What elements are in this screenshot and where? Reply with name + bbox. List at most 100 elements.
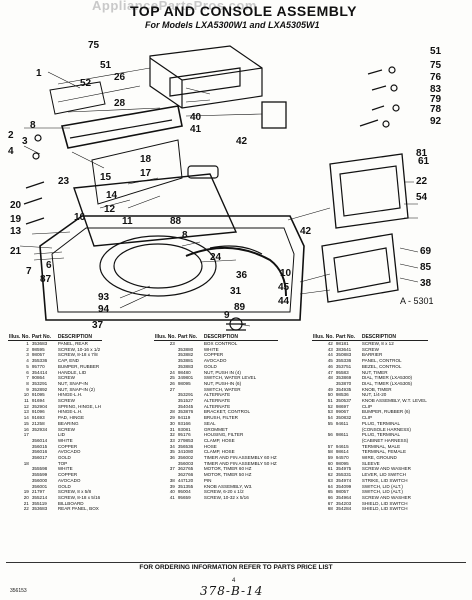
callout: 7 [26,266,32,277]
part-description: SCREW, 10-16 x 1/2 [57,346,101,352]
part-number: 95583 [335,369,349,375]
illus-number: 45 [327,358,333,364]
callout: 19 [10,214,22,225]
part-number: 356014 [31,437,48,443]
part-description: NUT, 1/4-20 [361,392,387,398]
callout: 28 [114,98,126,109]
illus-number: 51 [327,398,333,404]
part-number: 279853 [177,437,194,443]
illus-number: 57 [327,443,333,449]
part-number: 95004 [177,489,191,495]
part-number: 356002 [177,455,194,461]
washer-lid [73,173,238,247]
part-description: AVOCADO [203,358,227,364]
part-description: TOP [57,460,68,466]
callout: 42 [300,226,312,237]
part-number: 353883 [177,363,194,369]
callout: 8 [30,120,36,131]
part-number: 353291 [31,380,48,386]
watermark: AppliancePartsPros.com [92,0,257,13]
illus-number: 46 [327,363,333,369]
illus-number: 21 [23,500,29,506]
page-title: TOP AND CONSOLE ASSEMBLY [130,3,357,19]
part-number: 98614 [335,449,349,455]
parts-row: 356014 WHITE [8,438,102,444]
callout: 10 [280,268,292,279]
part-number: 356000 [31,477,48,483]
part-description: AVOCADO [57,477,81,483]
part-description: DIAL, TIMER (LXA5305) [361,380,413,386]
part-number: 95659 [177,494,191,500]
part-description: GOLD [57,483,71,489]
illus-number: 5 [26,363,29,369]
part-description: TERMINAL, FEMALE [361,449,407,455]
illus-number: 4 [26,358,29,364]
part-number: 98536 [335,392,349,398]
illus-number: 65 [327,489,333,495]
part-description: KNOB ASSEMBLY, W3. [203,483,253,489]
part-description: GOLD [57,455,71,461]
part-number: 91096 [31,409,45,415]
part-number: 99067 [335,409,349,415]
part-description: NUT, SNAP-IN (2) [57,386,95,392]
illus-number: 55 [327,420,333,426]
header-illus: Illus. No. [8,334,31,341]
part-description: BARRIER [361,352,383,358]
callout: 87 [40,274,52,285]
illus-number: 60 [327,460,333,466]
part-number: 93166 [177,420,191,426]
header-illus: Illus. No. [154,334,177,341]
part-number: 350883 [335,352,352,358]
part-description: ALTERNATE [203,398,231,404]
callout: 12 [104,204,116,215]
part-description: SWITCH, LID (ALT.) [361,483,403,489]
part-number: 349801 [177,375,194,381]
part-description: BRUSH, FILTER [203,415,238,421]
part-number: 355336 [335,358,352,364]
illus-number: 23 [169,341,175,346]
part-description: SCREW [57,398,75,404]
part-number: 355214 [31,494,48,500]
part-description: SWITCH, LID (ALT.) [361,489,403,495]
callout: 36 [236,270,248,281]
callout: 45 [278,282,290,293]
part-description: ALTERNATE [203,403,231,409]
part-number: 356016 [31,449,48,455]
part-number: 362765 [177,466,194,472]
header-desc: DESCRIPTION [360,334,428,341]
callout: 94 [98,304,110,315]
part-number: 353869 [335,375,352,381]
illus-number: 31 [169,426,175,432]
part-description: BOX CONTROL [203,341,238,346]
illus-number: 61 [327,466,333,472]
illus-number: 26 [169,380,175,386]
part-description: BEZEL, CONTROL [361,363,402,369]
parts-row: 356000 AVOCADO [8,478,102,484]
part-number: 98095 [177,380,191,386]
part-description: NUT, PUSH IN (4) [203,369,241,375]
part-description: WHITE [57,437,73,443]
part-number: 350832 [335,415,352,421]
part-number: 353291 [177,392,194,398]
callout-labels: 75 51 75 76 83 79 78 92 1 52 51 26 28 8 … [8,40,442,331]
part-description: HINGE-L.H. [57,392,83,398]
illus-number: 64 [327,483,333,489]
part-number: 94570 [335,455,349,461]
illus-number: 11 [24,398,29,404]
